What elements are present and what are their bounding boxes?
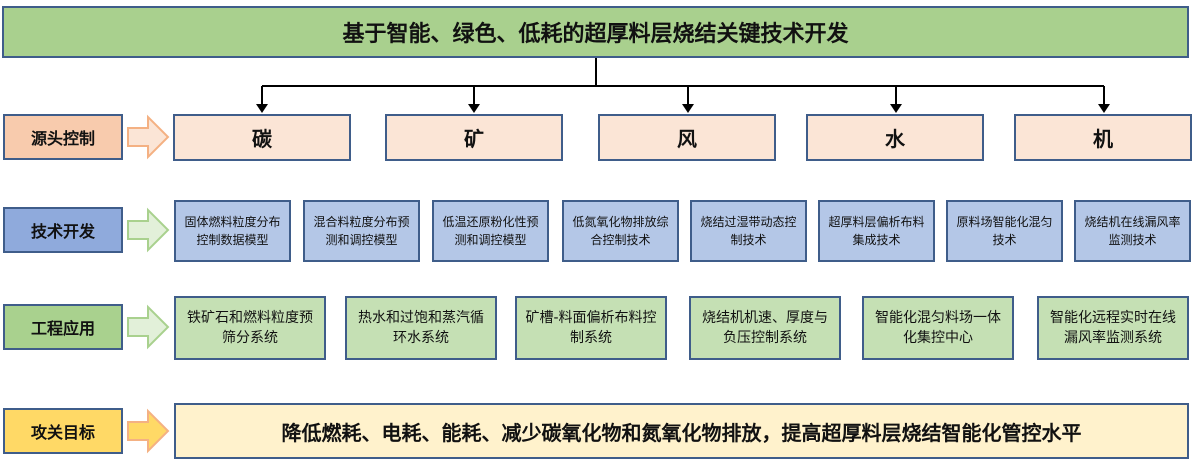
eng-item-4: 烧结机机速、厚度与负压控制系统 [689, 296, 841, 360]
eng-item-3: 矿槽-料面偏析布料控制系统 [515, 296, 667, 360]
arrow-tech [127, 207, 170, 253]
label-tech-development: 技术开发 [3, 207, 123, 253]
arrowheads [256, 104, 1110, 113]
tech-item-5: 烧结过湿带动态控制技术 [690, 200, 807, 262]
arrow-goal [127, 408, 170, 454]
source-item-water: 水 [806, 114, 984, 161]
arrow-eng [127, 304, 170, 350]
label-goal: 攻关目标 [3, 408, 123, 454]
eng-item-2: 热水和过饱和蒸汽循环水系统 [345, 296, 497, 360]
tech-item-4: 低氮氧化物排放综合控制技术 [562, 200, 679, 262]
source-item-wind: 风 [598, 114, 776, 161]
tech-item-3: 低温还原粉化性预测和调控模型 [432, 200, 549, 262]
eng-item-6: 智能化远程实时在线漏风率监测系统 [1037, 296, 1189, 360]
row-arrows [127, 114, 170, 454]
tech-item-8: 烧结机在线漏风率监测技术 [1074, 200, 1191, 262]
eng-item-5: 智能化混匀料场一体化集控中心 [862, 296, 1014, 360]
tech-item-7: 原料场智能化混匀技术 [946, 200, 1063, 262]
arrow-source [127, 114, 170, 160]
goal-statement: 降低燃耗、电耗、能耗、减少碳氧化物和氮氧化物排放，提高超厚料层烧结智能化管控水平 [174, 403, 1189, 459]
source-item-carbon: 碳 [173, 114, 351, 161]
label-engineering-application: 工程应用 [3, 304, 123, 350]
tech-item-2: 混合料粒度分布预测和调控模型 [303, 200, 420, 262]
tech-item-6: 超厚料层偏析布料集成技术 [818, 200, 935, 262]
tech-item-1: 固体燃料粒度分布控制数据模型 [174, 200, 291, 262]
tree-connectors [261, 58, 1105, 106]
diagram-title: 基于智能、绿色、低耗的超厚料层烧结关键技术开发 [2, 6, 1189, 58]
source-item-machine: 机 [1014, 114, 1192, 161]
label-source-control: 源头控制 [3, 114, 123, 160]
eng-item-1: 铁矿石和燃料粒度预筛分系统 [174, 296, 326, 360]
source-item-ore: 矿 [385, 114, 563, 161]
